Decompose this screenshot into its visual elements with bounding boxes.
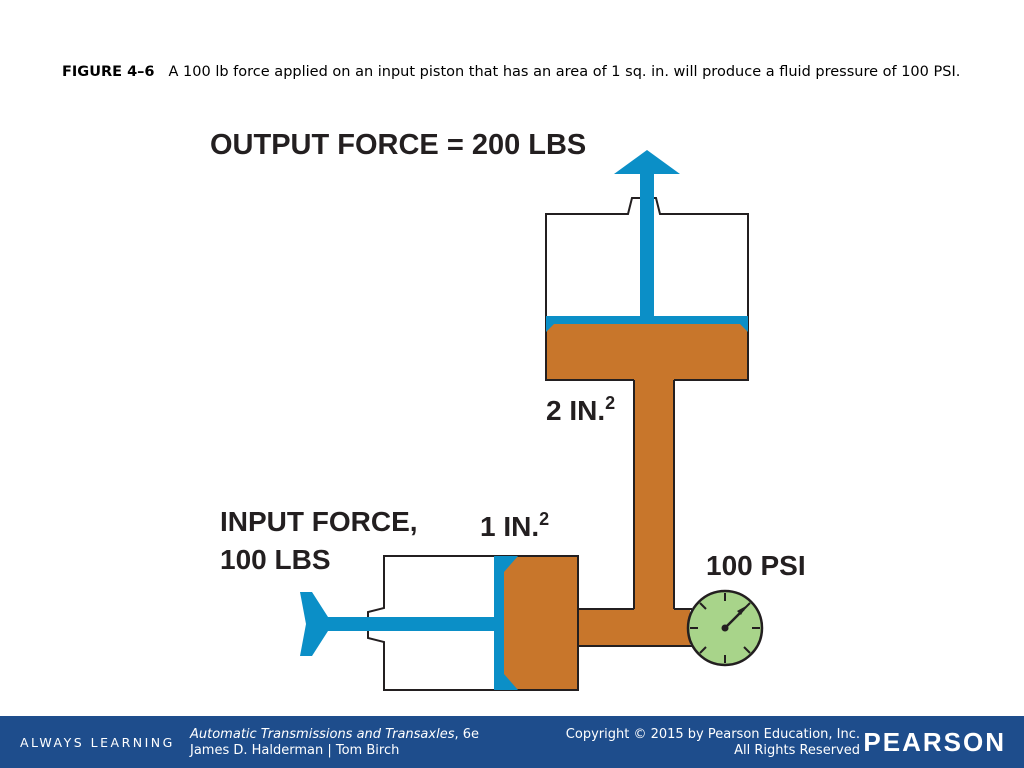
output-area-label: 2 IN.2 [546, 393, 615, 426]
pressure-gauge-icon [686, 589, 764, 667]
input-area-label: 1 IN.2 [480, 509, 549, 542]
input-arrow-icon [300, 592, 496, 656]
footer-bar: ALWAYS LEARNING Automatic Transmissions … [0, 716, 1024, 768]
figure-label: FIGURE 4–6 [62, 64, 155, 80]
input-force-label: INPUT FORCE, [220, 506, 418, 537]
copyright-text: Copyright © 2015 by Pearson Education, I… [565, 727, 860, 742]
output-arrow-icon [614, 150, 680, 320]
book-info: Automatic Transmissions and Transaxles, … [190, 727, 479, 758]
book-authors: James D. Halderman | Tom Birch [190, 742, 400, 758]
pressure-label: 100 PSI [706, 550, 806, 581]
rights-text: All Rights Reserved [734, 742, 860, 758]
book-edition: , 6e [454, 727, 480, 742]
output-force-label: OUTPUT FORCE = 200 LBS [210, 129, 586, 161]
caption-text: A 100 lb force applied on an input pisto… [168, 64, 961, 80]
figure-caption: FIGURE 4–6 A 100 lb force applied on an i… [62, 63, 972, 82]
book-title: Automatic Transmissions and Transaxles [190, 727, 455, 742]
hydraulic-diagram: OUTPUT FORCE = 200 LBS 2 IN.2 [210, 129, 806, 691]
fluid-pipe-vertical [634, 379, 674, 609]
input-force-value: 100 LBS [220, 544, 331, 575]
footer-tagline: ALWAYS LEARNING [20, 735, 175, 750]
fluid-pipe-horizontal [578, 609, 690, 646]
pearson-logo: PEARSON [863, 727, 1006, 757]
copyright-info: Copyright © 2015 by Pearson Education, I… [566, 727, 860, 758]
